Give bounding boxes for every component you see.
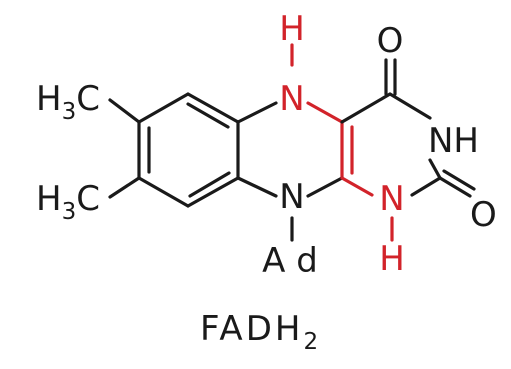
adenine-label: A d [262,241,318,281]
methyl-bottom-bond [108,176,141,199]
n3h-label: NH [428,121,479,161]
o2-label: O [470,195,497,235]
n10-label: N [279,177,304,217]
pyrimidine-ring [340,92,442,197]
benzene-ring [137,92,240,208]
methyl-bottom-label: H3C [36,179,100,225]
molecule-caption: FADH2 [200,309,321,355]
n5-label: N [279,79,304,119]
methyl-top-label: H3C [36,79,100,125]
middle-ring [236,101,354,198]
c2-o-double-bond [438,176,472,198]
n1-label: N [379,179,404,219]
o4-label: O [377,21,404,61]
h5-label: H [279,9,305,49]
methyl-top-bond [108,98,141,124]
h1-label: H [379,239,405,279]
